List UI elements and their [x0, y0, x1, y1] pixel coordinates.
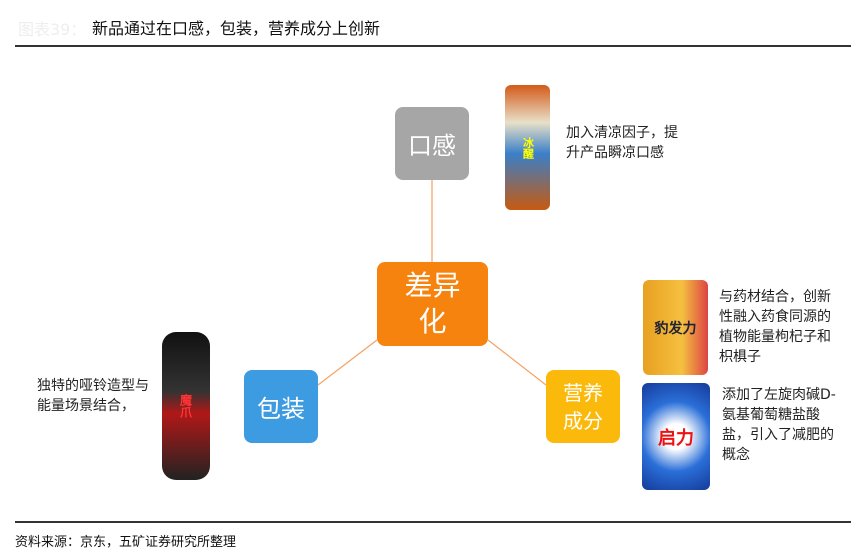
- top-divider: [15, 45, 851, 47]
- line-package: [317, 339, 378, 386]
- product-image-dumbbell-bottle: 魔爪: [162, 332, 210, 480]
- center-node: 差异化: [377, 262, 488, 346]
- node-package: 包装: [244, 370, 318, 443]
- node-nutrition: 营养成分: [546, 370, 620, 443]
- figure-number: 图表39：: [18, 20, 87, 39]
- product-image-baofali: 豹发力: [643, 280, 708, 375]
- node-taste: 口感: [395, 107, 469, 180]
- taste-description: 加入清凉因子，提升产品瞬凉口感: [566, 125, 678, 161]
- source-note: 资料来源：京东，五矿证券研究所整理: [15, 535, 237, 550]
- nutrition-description-2: 添加了左旋肉碱D-氨基葡萄糖盐酸盐，引入了减肥的概念: [722, 387, 836, 463]
- line-nutrition: [487, 339, 547, 386]
- nutrition-description-1: 与药材结合，创新性融入药食同源的植物能量枸杞子和枳椇子: [719, 289, 831, 365]
- bottom-divider: [15, 521, 851, 523]
- page-title: 新品通过在口感，包装，营养成分上创新: [92, 19, 381, 38]
- product-image-bingxing: 冰醒: [505, 85, 550, 210]
- package-description: 独特的哑铃造型与能量场景结合，: [37, 378, 149, 414]
- product-image-qili: 启力: [642, 383, 710, 490]
